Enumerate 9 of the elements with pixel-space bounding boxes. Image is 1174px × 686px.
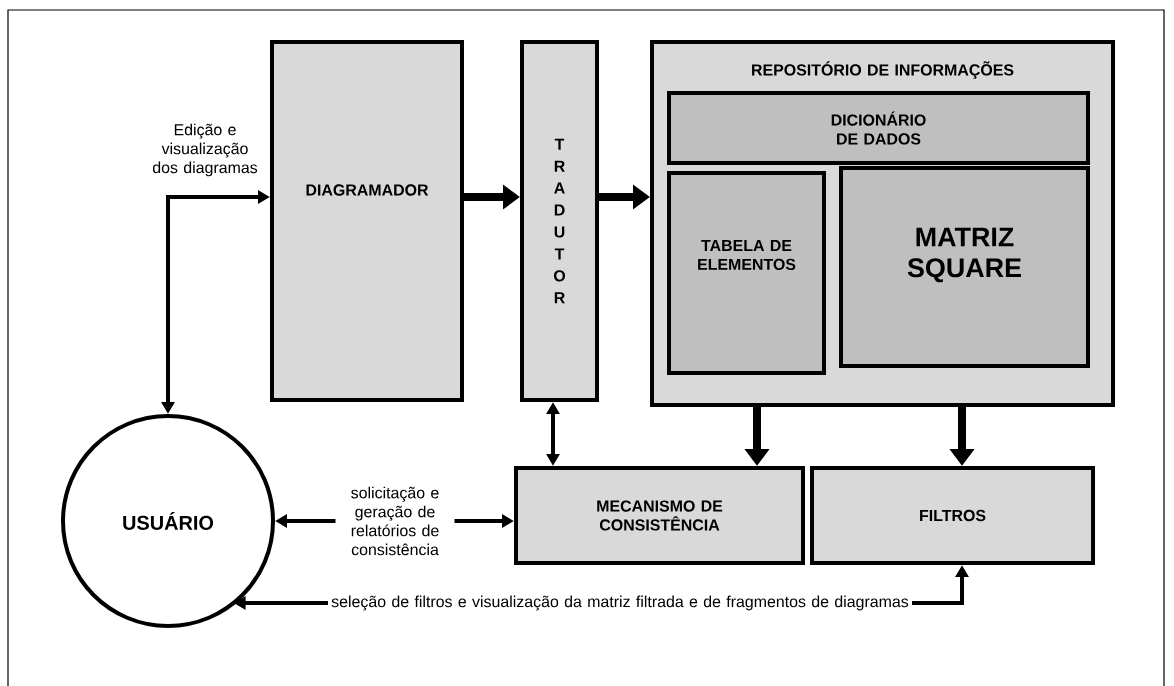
- process-box: DICIONÁRIO DE DADOS: [667, 91, 1090, 165]
- process-box: FILTROS: [810, 466, 1095, 565]
- process-box: MATRIZ SQUARE: [839, 166, 1090, 368]
- process-box: DIAGRAMADOR: [270, 40, 464, 402]
- edge-label: solicitação e geração de relatórios de consistência: [335, 484, 455, 558]
- process-box: MECANISMO DE CONSISTÊNCIA: [514, 466, 805, 565]
- edge-label: Edição e visualização dos diagramas: [148, 121, 262, 179]
- process-box: TABELA DE ELEMENTOS: [667, 171, 826, 375]
- process-box: TRADUTOR: [520, 40, 599, 402]
